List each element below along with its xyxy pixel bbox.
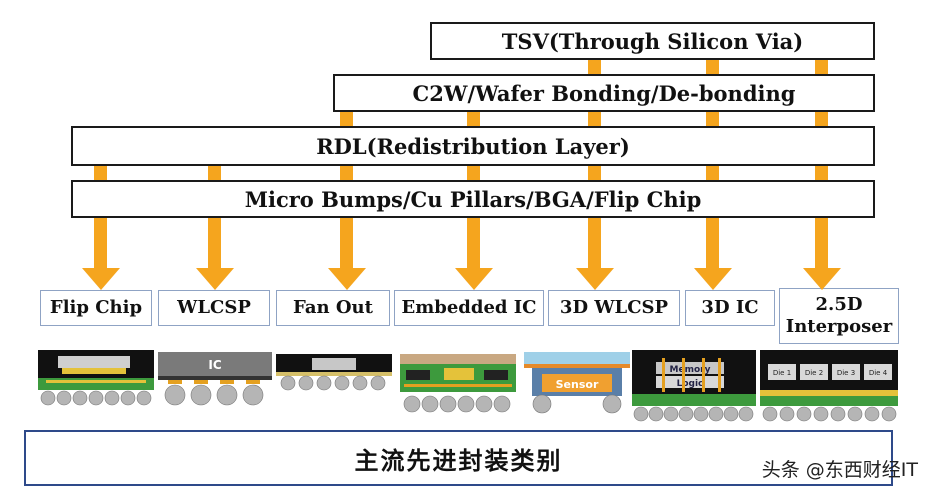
diagram-caption: 主流先进封装类别 <box>24 430 893 486</box>
illustration-embedded-ic <box>400 354 516 413</box>
arrow-head-interposer <box>803 268 841 290</box>
illustration-3d-wlcsp: Sensor <box>524 352 630 414</box>
pkg-embedded-ic: Embedded IC <box>394 290 544 326</box>
pkg-fan-out: Fan Out <box>276 290 390 326</box>
interposer-die3-label: Die 3 <box>837 369 855 377</box>
illustration-wlcsp: IC <box>158 352 272 406</box>
wlcsp-ic-label: IC <box>208 358 221 372</box>
layer-rdl: RDL(Redistribution Layer) <box>71 126 875 166</box>
illustration-flip-chip <box>38 350 154 406</box>
pkg-3d-ic: 3D IC <box>685 290 775 326</box>
arrow-head-wlcsp <box>196 268 234 290</box>
ic3d-logic-label: Logic <box>677 379 704 389</box>
interposer-die4-label: Die 4 <box>869 369 888 377</box>
pkg-wlcsp: WLCSP <box>158 290 270 326</box>
arrow-head-3d-wlcsp <box>576 268 614 290</box>
pkg-interposer-line1: 2.5D <box>815 294 863 315</box>
layer-c2w: C2W/Wafer Bonding/De-bonding <box>333 74 875 112</box>
pkg-3d-wlcsp: 3D WLCSP <box>548 290 680 326</box>
illustration-3d-ic: Memory Logic <box>632 350 756 422</box>
ic3d-memory-label: Memory <box>670 365 711 375</box>
pkg-flip-chip: Flip Chip <box>40 290 152 326</box>
illustration-fan-out <box>276 354 392 391</box>
layer-tsv: TSV(Through Silicon Via) <box>430 22 875 60</box>
arrow-head-fan-out <box>328 268 366 290</box>
arrow-head-flip-chip <box>82 268 120 290</box>
arrow-head-embedded-ic <box>455 268 493 290</box>
illustration-interposer: Die 1 Die 2 Die 3 Die 4 <box>760 350 898 422</box>
pkg-interposer-line2: Interposer <box>785 316 893 337</box>
watermark: 头条 @东西财经IT <box>761 459 918 481</box>
pkg-interposer: 2.5D Interposer <box>779 288 899 344</box>
interposer-die2-label: Die 2 <box>805 369 823 377</box>
wlcsp3d-sensor-label: Sensor <box>556 378 599 391</box>
interposer-die1-label: Die 1 <box>773 369 791 377</box>
layer-bumps: Micro Bumps/Cu Pillars/BGA/Flip Chip <box>71 180 875 218</box>
arrow-head-3d-ic <box>694 268 732 290</box>
